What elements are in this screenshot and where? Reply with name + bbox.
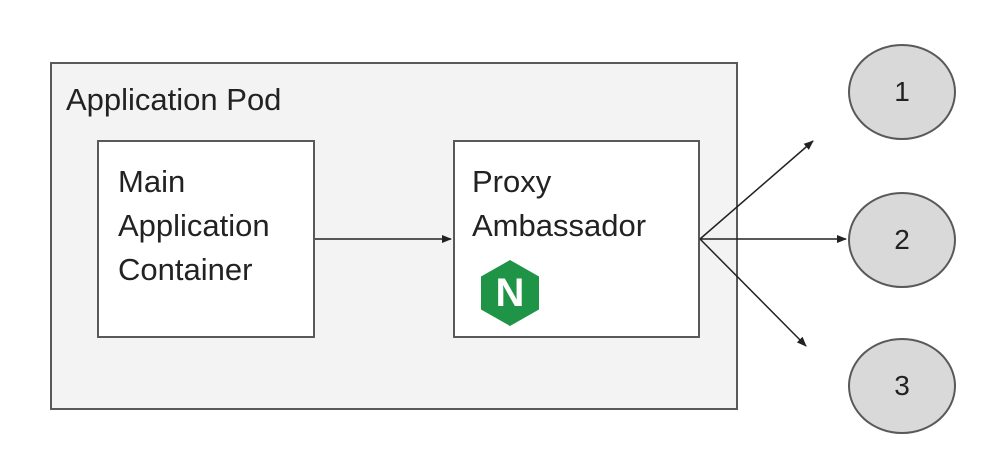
node-label: 3 <box>894 370 910 401</box>
node-1: 1 <box>848 44 956 140</box>
node-2: 2 <box>848 192 956 288</box>
nginx-hexagon <box>481 260 539 326</box>
main-container-label-line: Main <box>118 164 186 199</box>
nginx-letter: N <box>496 271 525 315</box>
node-label: 1 <box>894 76 910 107</box>
main-container-label-line: Container <box>118 252 253 287</box>
node-label: 2 <box>894 224 910 255</box>
pod-title: Application Pod <box>66 82 282 117</box>
proxy-label-line: Proxy <box>472 164 552 199</box>
proxy-label: Proxy Ambassador <box>472 160 692 248</box>
node-3: 3 <box>848 338 956 434</box>
proxy-label-line: Ambassador <box>472 208 647 243</box>
main-container-label: Main Application Container <box>118 160 308 292</box>
main-application-container-box <box>97 140 315 338</box>
main-container-label-line: Application <box>118 208 270 243</box>
nginx-icon: N <box>481 260 539 326</box>
arrow-proxy-to-node-3 <box>699 238 807 347</box>
arrow-proxy-to-node-1 <box>699 140 814 240</box>
